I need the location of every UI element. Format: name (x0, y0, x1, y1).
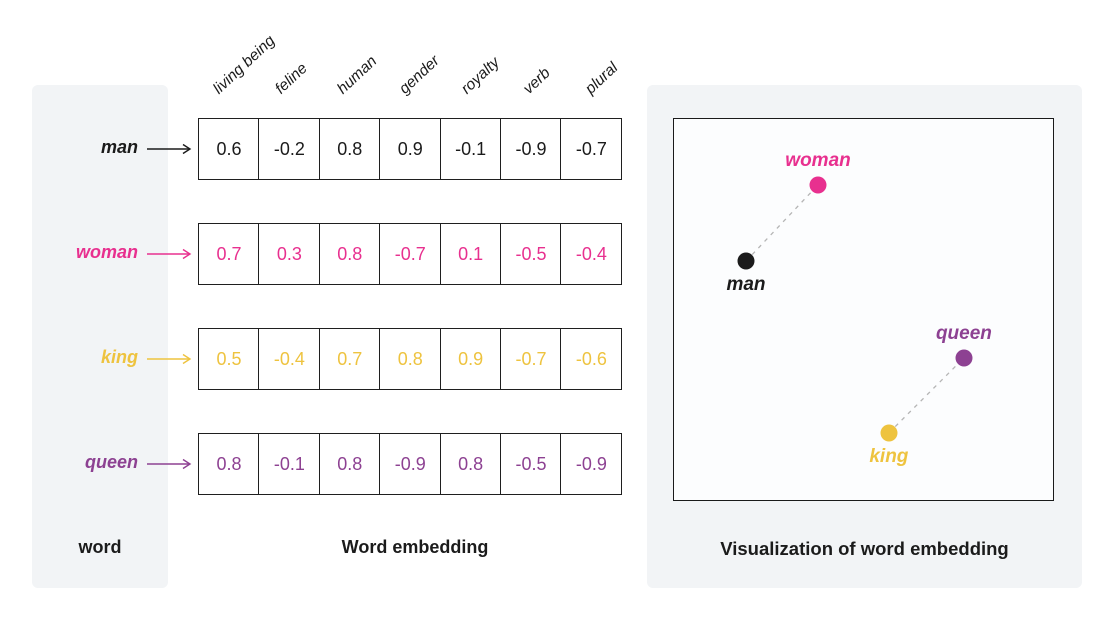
vector-cell-queen-gender: -0.9 (379, 433, 442, 495)
vector-cell-man-living-being: 0.6 (198, 118, 260, 180)
vector-cell-man-gender: 0.9 (379, 118, 442, 180)
dimension-header-living-being: living being (210, 32, 279, 98)
embedding-plot: woman man queen king (673, 118, 1054, 501)
word-label-woman: woman (75, 242, 138, 262)
vector-cell-woman-plural: -0.4 (560, 223, 623, 285)
caption-word-column: word (78, 537, 122, 557)
arrow-icon-man (147, 143, 192, 155)
caption-visualization: Visualization of word embedding (720, 538, 1009, 559)
vector-cell-queen-plural: -0.9 (560, 433, 623, 495)
vector-cell-woman-human: 0.8 (318, 223, 381, 285)
dimension-header-gender: gender (396, 52, 443, 98)
vector-cell-king-plural: -0.6 (560, 328, 623, 390)
vector-cell-king-living-being: 0.5 (198, 328, 260, 390)
vector-cell-woman-living-being: 0.7 (198, 223, 260, 285)
connector-king-queen (888, 357, 965, 434)
word-label-man: man (100, 137, 138, 157)
vector-cell-man-verb: -0.9 (500, 118, 563, 180)
dimension-header-plural: plural (582, 59, 622, 98)
plot-label-man: man (726, 274, 766, 296)
vector-cell-queen-verb: -0.5 (500, 433, 563, 495)
plot-dot-king (880, 424, 898, 442)
vector-cell-king-feline: -0.4 (258, 328, 321, 390)
vector-cell-man-royalty: -0.1 (439, 118, 502, 180)
vector-cell-king-royalty: 0.9 (439, 328, 502, 390)
plot-label-queen: queen (935, 322, 992, 344)
plot-dot-queen (955, 349, 973, 367)
vector-cell-woman-verb: -0.5 (500, 223, 563, 285)
vector-cell-man-human: 0.8 (318, 118, 381, 180)
plot-label-king: king (869, 445, 909, 467)
vector-cell-king-human: 0.7 (318, 328, 381, 390)
vector-cell-queen-royalty: 0.8 (439, 433, 502, 495)
vector-cell-king-gender: 0.8 (379, 328, 442, 390)
vector-cell-queen-feline: -0.1 (258, 433, 321, 495)
connector-lines (745, 184, 965, 434)
vector-cell-woman-gender: -0.7 (379, 223, 442, 285)
arrow-icon-woman (147, 248, 192, 260)
vector-cell-woman-royalty: 0.1 (439, 223, 502, 285)
plot-label-woman: woman (785, 149, 851, 171)
dimension-header-royalty: royalty (458, 53, 504, 98)
vector-cell-man-feline: -0.2 (258, 118, 321, 180)
connector-man-woman (745, 184, 819, 262)
vector-cell-king-verb: -0.7 (500, 328, 563, 390)
word-label-queen: queen (84, 452, 138, 472)
dimension-header-verb: verb (520, 64, 554, 98)
vector-cell-woman-feline: 0.3 (258, 223, 321, 285)
word-label-king: king (100, 347, 138, 367)
plot-dot-man (737, 252, 755, 270)
vector-cell-man-plural: -0.7 (560, 118, 623, 180)
word-column-panel (32, 85, 168, 588)
vector-cell-queen-human: 0.8 (318, 433, 381, 495)
arrow-icon-king (147, 353, 192, 365)
arrow-icon-queen (147, 458, 192, 470)
vector-cell-queen-living-being: 0.8 (198, 433, 260, 495)
caption-word-embedding: Word embedding (341, 537, 489, 557)
dimension-header-human: human (334, 52, 381, 98)
dimension-header-feline: feline (272, 59, 311, 98)
plot-dot-woman (809, 176, 827, 194)
